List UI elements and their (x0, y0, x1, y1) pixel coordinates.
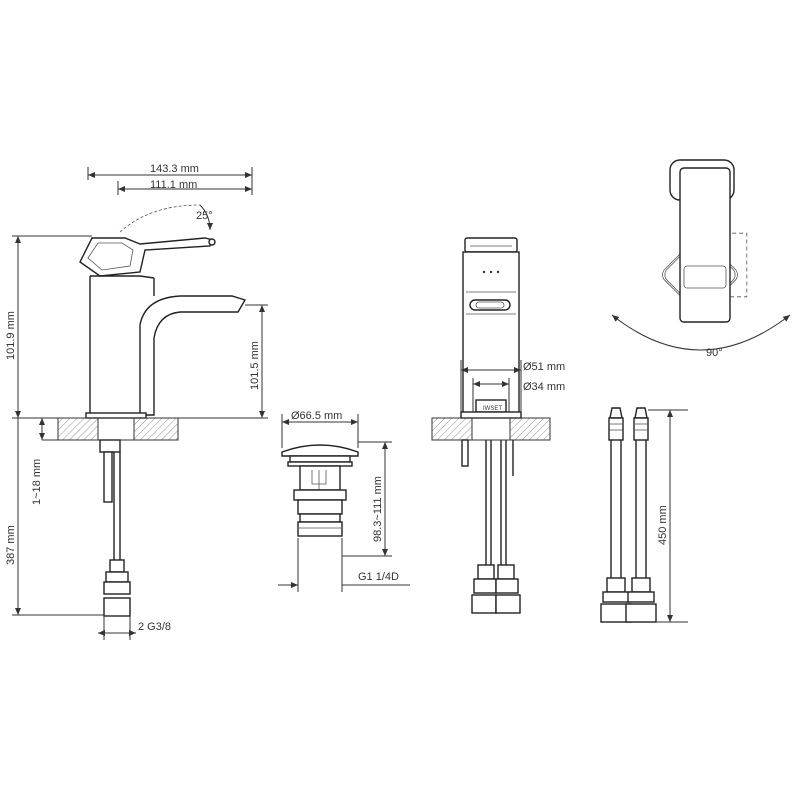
dim-inlet-thread: 2 G3/8 (138, 621, 171, 633)
dim-waste-thread: G1 1/4D (358, 571, 399, 583)
dim-width-spout: 111.1 mm (150, 179, 197, 191)
dim-shank-length: 387 mm (5, 525, 17, 565)
dim-width-total: 143.3 mm (150, 163, 199, 175)
dim-height-total: 101.9 mm (5, 311, 17, 360)
side-view: 143.3 mm 111.1 mm 25° (5, 163, 268, 640)
dim-counter-thickness: 1~18 mm (31, 459, 43, 505)
front-body (462, 251, 520, 416)
dim-waste-diameter: Ø66.5 mm (291, 410, 342, 422)
faucet-body (89, 276, 247, 416)
dim-waste-height: 98.3~111 mm (372, 476, 384, 542)
waste-cap (281, 444, 359, 457)
top-view: 90° (611, 159, 791, 359)
faucet-handle (79, 237, 215, 277)
top-body (679, 167, 731, 323)
dim-handle-angle: 25° (196, 210, 213, 222)
dim-rotation-angle: 90° (706, 347, 723, 359)
dim-base-diameter: Ø51 mm (523, 361, 565, 373)
waste-thread (297, 521, 343, 537)
logo-mark: IWSET (483, 406, 502, 412)
waste-view: Ø66.5 mm 98.3~111 mm G1 1/4D (278, 410, 410, 592)
dim-shank-diameter: Ø34 mm (523, 381, 565, 393)
dim-spout-height: 101.5 mm (249, 341, 261, 390)
front-handle (464, 237, 518, 253)
front-view: IWSET Ø51 mm Ø34 mm (431, 237, 565, 614)
hoses-view: 450 mm (600, 407, 688, 623)
dim-hose-length: 450 mm (657, 505, 669, 545)
